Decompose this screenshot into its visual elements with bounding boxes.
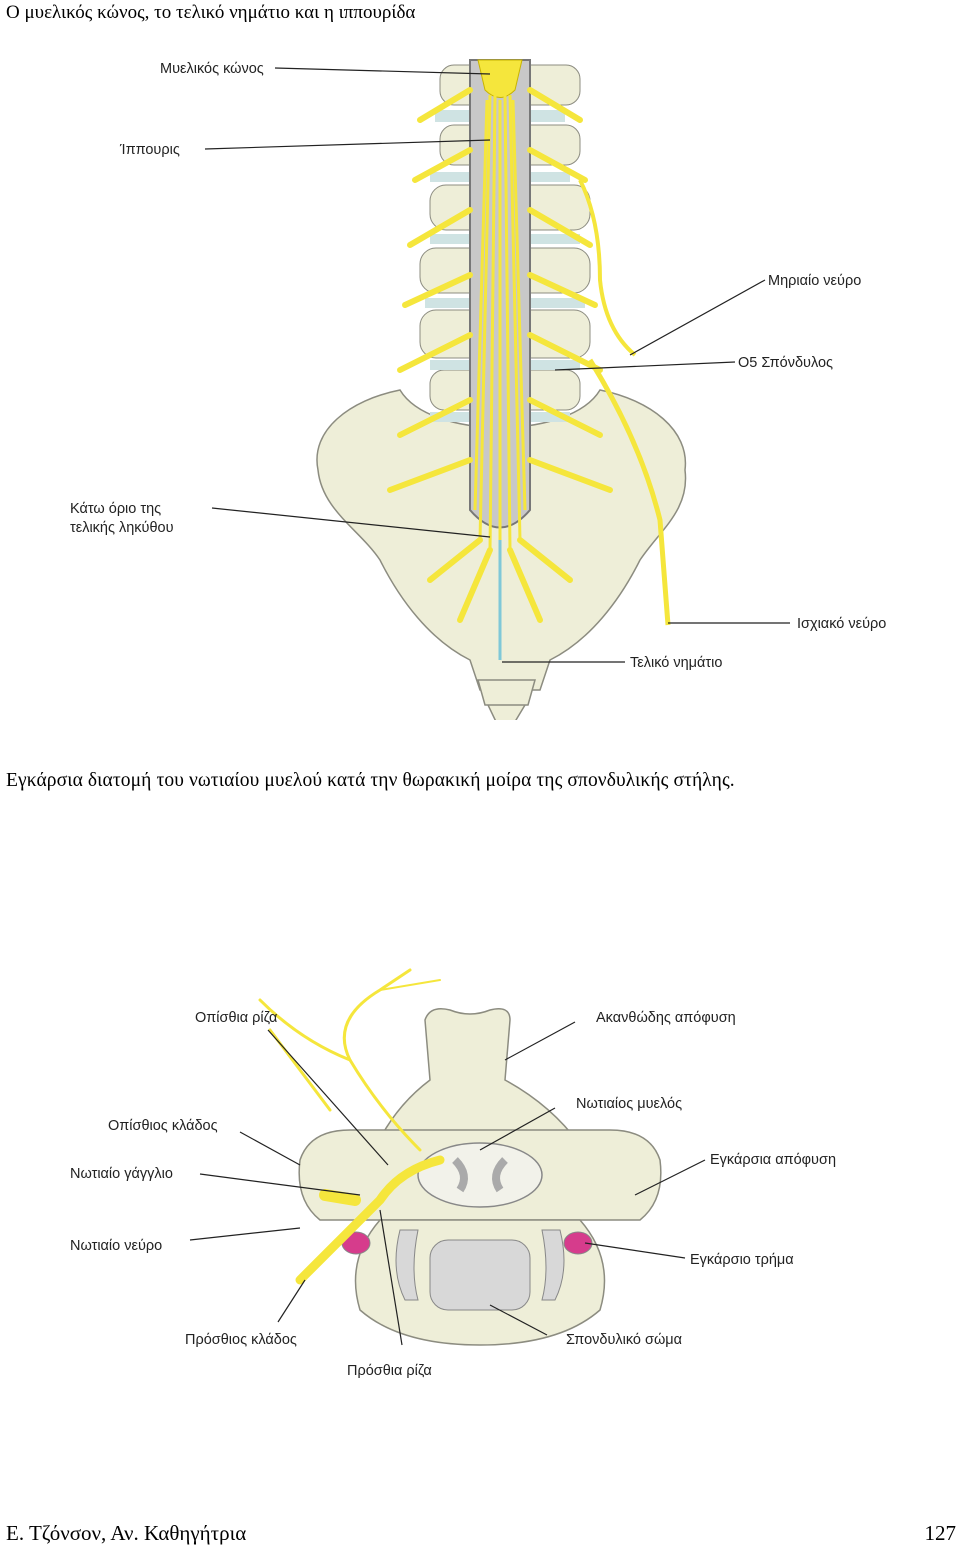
transverse-section-figure: Οπίσθια ρίζα Ακανθώδης απόφυση Νωτιαίος … <box>70 968 836 1379</box>
label-anterior-branch: Πρόσθιος κλάδος <box>185 1332 297 1348</box>
label-transverse-process: Εγκάρσια απόφυση <box>710 1152 836 1168</box>
label-s5: Ο5 Σπόνδυλος <box>738 355 833 371</box>
label-femoral: Μηριαίο νεύρο <box>768 273 861 289</box>
label-dural-line1: Κάτω όριο της <box>70 501 161 517</box>
sciatic-nerve <box>587 358 671 626</box>
conus-medullaris <box>477 59 523 98</box>
label-spinal-nerve: Νωτιαίο νεύρο <box>70 1238 162 1254</box>
label-posterior-root: Οπίσθια ρίζα <box>195 1010 277 1026</box>
label-dural-line2: τελικής ληκύθου <box>70 520 174 536</box>
label-ganglion: Νωτιαίο γάγγλιο <box>70 1166 173 1182</box>
label-anterior-root: Πρόσθια ρίζα <box>347 1363 432 1379</box>
page-number: 127 <box>924 1521 957 1545</box>
label-transverse-foramen: Εγκάρσιο τρήμα <box>690 1252 794 1268</box>
cauda-equina-roots <box>473 94 527 560</box>
figure-caption: Εγκάρσια διατομή του νωτιαίου μυελού κατ… <box>6 770 735 791</box>
label-filum: Τελικό νημάτιο <box>630 655 722 671</box>
label-conus: Μυελικός κώνος <box>160 61 264 77</box>
label-vertebral-body: Σπονδυλικό σώμα <box>566 1332 682 1348</box>
footer-author: Ε. Τζόνσον, Αν. Καθηγήτρια <box>6 1521 247 1545</box>
femoral-nerve <box>578 179 637 357</box>
label-spinal-cord: Νωτιαίος μυελός <box>576 1096 682 1112</box>
transverse-foramen-right <box>563 1231 593 1255</box>
spinal-cord-shape <box>417 1142 543 1208</box>
label-cauda: Ίππουρις <box>119 142 180 158</box>
cauda-equina-figure: Μυελικός κώνος Ίππουρις Μηριαίο νεύρο Ο5… <box>70 59 886 720</box>
coccyx-bone <box>477 679 536 720</box>
spinal-nerves <box>387 87 613 623</box>
label-spinous-process: Ακανθώδης απόφυση <box>596 1010 736 1026</box>
label-sciatic: Ισχιακό νεύρο <box>797 616 886 632</box>
nerve-branches <box>258 968 445 1285</box>
label-posterior-branch: Οπίσθιος κλάδος <box>108 1118 218 1134</box>
page-title: Ο μυελικός κώνος, το τελικό νημάτιο και … <box>6 2 416 23</box>
